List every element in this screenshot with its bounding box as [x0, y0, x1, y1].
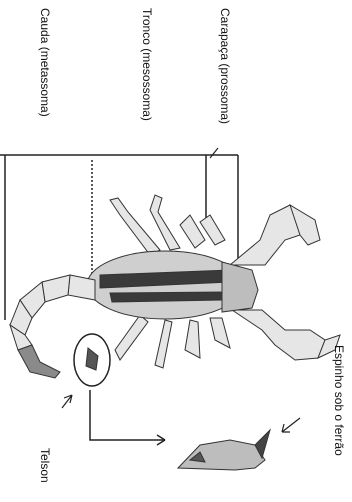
- spine-arrow: [282, 418, 300, 432]
- label-spine: Espinho sob o ferrão: [332, 345, 346, 456]
- sting-closeup-small: [86, 348, 98, 370]
- sting-detail: [178, 430, 270, 470]
- label-tail: Cauda (metassoma): [38, 8, 52, 117]
- detail-connector-line: [90, 390, 165, 440]
- telson-body: [18, 345, 60, 378]
- legs-right: [115, 315, 230, 368]
- legs-left: [110, 195, 225, 255]
- scorpion-drawing: [10, 195, 340, 470]
- label-trunk: Tronco (mesossoma): [140, 8, 154, 121]
- label-carapace: Carapaça (prossoma): [218, 8, 232, 124]
- telson-arrow: [62, 395, 72, 408]
- carapace-body: [222, 262, 258, 312]
- label-telson: Telson: [38, 448, 52, 483]
- carapace-pointer: [210, 148, 218, 158]
